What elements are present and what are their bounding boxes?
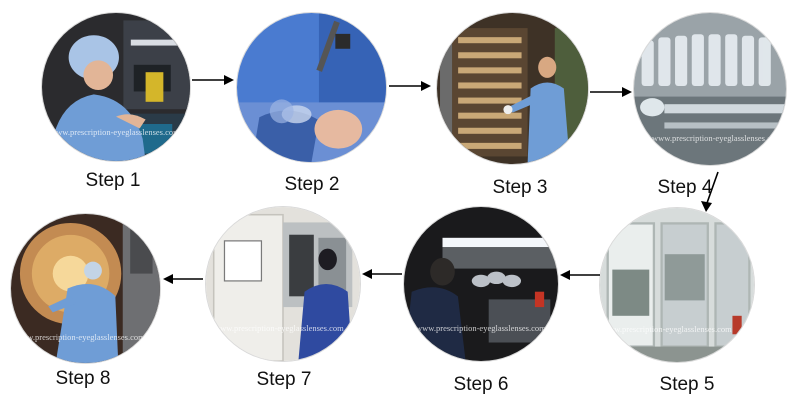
step-7-watermark: www.prescription-eyeglasslenses.com	[214, 323, 344, 333]
step-6-photo: www.prescription-eyeglasslenses.com	[404, 207, 558, 361]
step-7-label: Step 7	[256, 369, 312, 390]
arrow-step7-to-step8	[163, 273, 203, 285]
step-2-label: Step 2	[284, 174, 340, 195]
step-2-photo	[237, 13, 386, 162]
arrow-step4-to-step5	[700, 171, 722, 212]
step-3-label: Step 3	[492, 177, 548, 198]
arrow-step2-to-step3	[389, 80, 431, 92]
step-8-watermark: www.prescription-eyeglasslenses.com	[15, 332, 145, 342]
step-4-photo: www.prescription-eyeglasslenses.com	[634, 13, 786, 165]
step-3-photo	[437, 13, 588, 164]
step-1-label: Step 1	[85, 170, 141, 191]
step-4-watermark: www.prescription-eyeglasslenses.com	[652, 133, 782, 143]
step-8-label: Step 8	[55, 368, 111, 389]
step-6-label: Step 6	[453, 374, 509, 395]
arrow-step1-to-step2	[192, 74, 234, 86]
step-8-photo: www.prescription-eyeglasslenses.com	[11, 214, 160, 363]
step-4-label: Step 4	[657, 177, 713, 198]
arrow-step5-to-step6	[560, 269, 600, 281]
arrow-step3-to-step4	[590, 86, 632, 98]
step-1-photo: www.prescription-eyeglasslenses.com	[42, 13, 190, 161]
step-7-photo: www.prescription-eyeglasslenses.com	[206, 207, 360, 361]
step-5-label: Step 5	[659, 374, 715, 395]
step-5-watermark: www.prescription-eyeglasslenses.com	[602, 324, 732, 334]
step-5-photo: www.prescription-eyeglasslenses.com	[600, 208, 754, 362]
arrow-step6-to-step7	[362, 268, 402, 280]
step-6-watermark: www.prescription-eyeglasslenses.com	[416, 323, 546, 333]
step-1-watermark: www.prescription-eyeglasslenses.com	[50, 127, 180, 137]
